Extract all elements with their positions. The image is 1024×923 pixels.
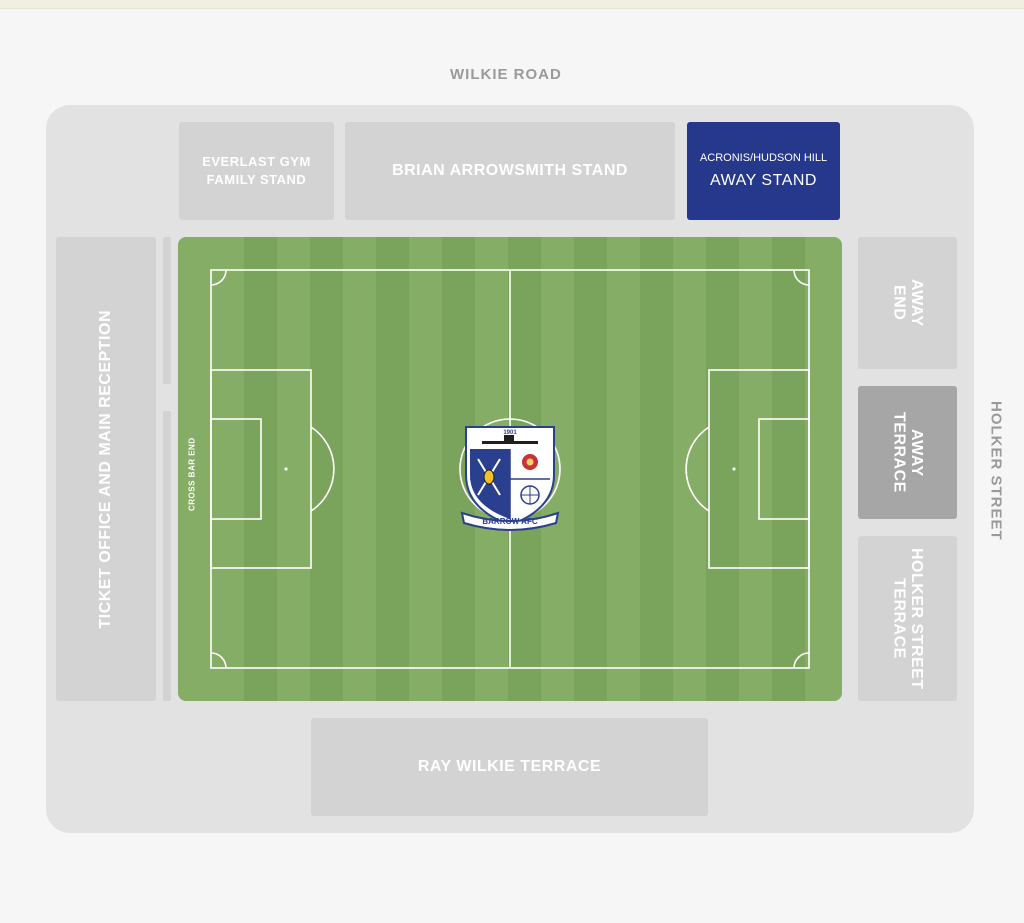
stand-ray-wilkie-terrace[interactable]: RAY WILKIE TERRACE	[311, 718, 708, 816]
stand-ticket-office-label: TICKET OFFICE AND MAIN RECEPTION	[97, 309, 114, 629]
stand-family-line2: FAMILY STAND	[206, 172, 307, 187]
stand-away-end-label: AWAY END	[890, 279, 926, 327]
stand-family-line1: EVERLAST GYM	[202, 154, 311, 170]
stand-away-terrace-line1: AWAY	[908, 428, 926, 477]
stand-brian-arrowsmith[interactable]: BRIAN ARROWSMITH STAND	[345, 122, 675, 220]
stand-away-end-line1: AWAY	[908, 279, 926, 327]
crest-shield-icon: 1901 BARROW AFC	[460, 426, 560, 531]
stand-brian-arrowsmith-label: BRIAN ARROWSMITH STAND	[392, 162, 628, 179]
cross-bar-end-label: CROSS BAR END	[187, 437, 197, 511]
stand-away-end-line2: END	[890, 285, 908, 321]
stand-everlast-gym-family[interactable]: EVERLAST GYM FAMILY STAND	[179, 122, 334, 220]
stand-away-line2: AWAY STAND	[710, 172, 817, 189]
stand-acronis-away[interactable]: ACRONIS/HUDSON HILL AWAY STAND	[687, 122, 840, 220]
stand-away-terrace-line2: TERRACE	[890, 412, 908, 493]
crest-year: 1901	[503, 430, 517, 436]
stand-away-end[interactable]: AWAY END	[858, 237, 957, 369]
stand-away-terrace[interactable]: AWAY TERRACE	[858, 386, 957, 519]
club-crest: 1901 BARROW AFC	[460, 415, 560, 533]
crest-name: BARROW AFC	[482, 517, 537, 526]
top-bar	[0, 0, 1024, 9]
street-label-north: WILKIE ROAD	[450, 66, 562, 83]
stand-away-line1: ACRONIS/HUDSON HILL	[699, 152, 828, 164]
street-label-east: HOLKER STREET	[987, 401, 1005, 541]
stand-holker-street-terrace[interactable]: HOLKER STREET TERRACE	[858, 536, 957, 701]
stand-holker-terrace-line2: TERRACE	[890, 578, 908, 659]
stand-ray-wilkie-label: RAY WILKIE TERRACE	[417, 758, 602, 775]
stand-away-terrace-label: AWAY TERRACE	[890, 412, 926, 493]
stand-holker-terrace-line1: HOLKER STREET	[908, 547, 926, 690]
stand-holker-terrace-label: HOLKER STREET TERRACE	[890, 547, 926, 690]
crossbar-strip-upper	[163, 237, 171, 384]
stand-ticket-office[interactable]: TICKET OFFICE AND MAIN RECEPTION	[56, 237, 156, 701]
crossbar-strip-lower	[163, 411, 171, 701]
